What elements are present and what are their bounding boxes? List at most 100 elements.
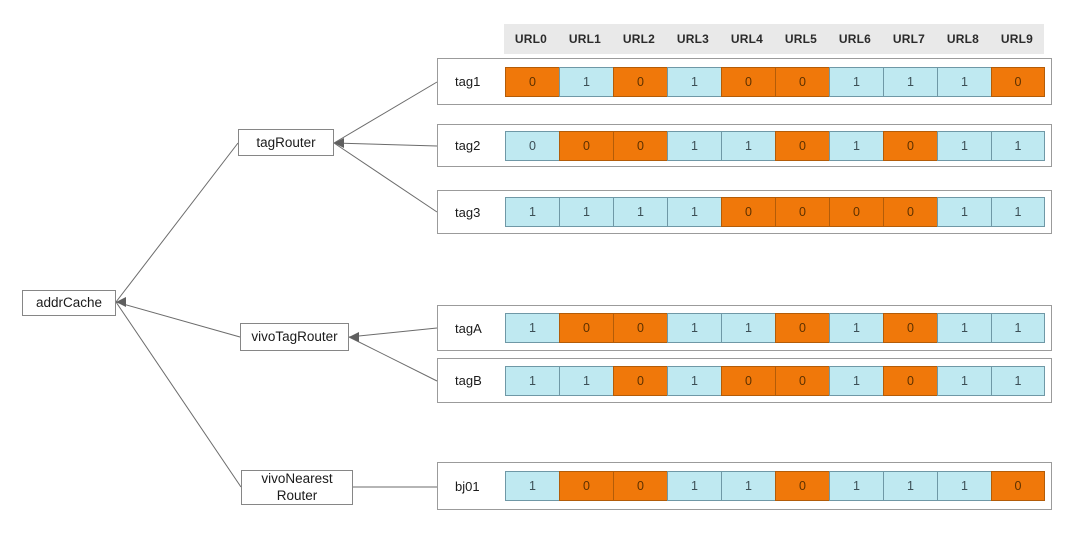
- bitmap-cell[interactable]: 1: [559, 365, 613, 396]
- bitmap-cell[interactable]: 1: [991, 130, 1045, 161]
- arrowhead-tagrouter: [334, 138, 344, 148]
- bitmap-cell[interactable]: 0: [721, 66, 775, 97]
- bitmap-cell[interactable]: 1: [667, 66, 721, 97]
- bitmap-cell[interactable]: 1: [559, 197, 613, 227]
- bitmap-cell[interactable]: 1: [991, 365, 1045, 396]
- bitmap-cell[interactable]: 0: [559, 130, 613, 161]
- bitmap-row-label: tagA: [455, 320, 482, 336]
- bitmap-cell[interactable]: 0: [775, 365, 829, 396]
- url-column-label: URL0: [514, 32, 548, 46]
- url-column-label: URL5: [784, 32, 818, 46]
- bitmap-cell[interactable]: 1: [613, 197, 667, 227]
- edge-addrcache-vivonearestrouter: [115, 301, 242, 488]
- bitmap-cell[interactable]: 1: [721, 313, 775, 343]
- bitmap-cell[interactable]: 1: [883, 471, 937, 501]
- bitmap-cell[interactable]: 1: [505, 365, 559, 396]
- bitmap-cell[interactable]: 0: [883, 197, 937, 227]
- bitmap-cell[interactable]: 0: [721, 197, 775, 227]
- bitmap-cell[interactable]: 1: [721, 130, 775, 161]
- bitmap-cell[interactable]: 1: [829, 471, 883, 501]
- bitmap-row-label: tagB: [455, 373, 482, 388]
- bitmap-cell[interactable]: 1: [721, 471, 775, 501]
- bitmap-cell[interactable]: 1: [937, 313, 991, 343]
- bitmap-cell[interactable]: 1: [829, 313, 883, 343]
- bitmap-cell[interactable]: 0: [613, 471, 667, 501]
- edge-vivotagrouter-tagb: [348, 336, 438, 382]
- url-column-label: URL7: [892, 32, 926, 46]
- bitmap-cell[interactable]: 0: [775, 313, 829, 343]
- bitmap-cell[interactable]: 0: [721, 365, 775, 396]
- bitmap-cell[interactable]: 0: [883, 130, 937, 161]
- bitmap-cell[interactable]: 1: [937, 66, 991, 97]
- bitmap-cell[interactable]: 0: [991, 66, 1045, 97]
- bitmap-cell[interactable]: 0: [505, 66, 559, 97]
- bitmap-cell[interactable]: 0: [775, 130, 829, 161]
- bitmap-cell[interactable]: 0: [559, 471, 613, 501]
- bitmap-row-label: tag1: [455, 74, 481, 89]
- edge-tagrouter-tag1: [333, 81, 438, 144]
- bitmap-cell[interactable]: 0: [883, 313, 937, 343]
- bitmap-cell[interactable]: 1: [829, 130, 883, 161]
- bitmap-cell[interactable]: 1: [829, 365, 883, 396]
- bitmap-cell[interactable]: 1: [667, 471, 721, 501]
- arrowhead-addrcache: [116, 297, 126, 307]
- node-vivotagrouter[interactable]: vivoTagRouter: [240, 323, 349, 351]
- node-vivonearestrouter[interactable]: vivoNearest Router: [241, 470, 353, 505]
- edge-vivotagrouter-taga: [348, 327, 438, 338]
- bitmap-cell[interactable]: 1: [505, 197, 559, 227]
- bitmap-cell[interactable]: 0: [613, 66, 667, 97]
- node-vivonearestrouter-label-line1: vivoNearest: [261, 470, 333, 486]
- bitmap-cell[interactable]: 0: [559, 313, 613, 343]
- bitmap-cell[interactable]: 1: [883, 66, 937, 97]
- bitmap-cell[interactable]: 0: [613, 365, 667, 396]
- bitmap-cell[interactable]: 0: [505, 130, 559, 161]
- bitmap-cell[interactable]: 1: [991, 313, 1045, 343]
- bitmap-cell[interactable]: 0: [613, 130, 667, 161]
- node-addrcache[interactable]: addrCache: [22, 290, 116, 316]
- bitmap-cell[interactable]: 0: [775, 197, 829, 227]
- bitmap-cell[interactable]: 1: [505, 313, 559, 343]
- edge-addrcache-vivotagrouter: [115, 301, 241, 338]
- bitmap-row-label: tag2: [455, 138, 481, 153]
- bitmap-cell[interactable]: 1: [937, 197, 991, 227]
- bitmap-cell[interactable]: 1: [937, 365, 991, 396]
- bitmap-cell[interactable]: 0: [829, 197, 883, 227]
- bitmap-row-label: bj01: [455, 478, 480, 494]
- bitmap-cell[interactable]: 0: [991, 471, 1045, 501]
- bitmap-cell[interactable]: 1: [505, 471, 559, 501]
- url-column-label: URL3: [676, 32, 710, 46]
- bitmap-cell[interactable]: 1: [937, 130, 991, 161]
- arrowhead-vivotagrouter: [349, 332, 359, 342]
- url-column-label: URL9: [1000, 32, 1034, 46]
- bitmap-cell[interactable]: 1: [667, 365, 721, 396]
- bitmap-cell[interactable]: 1: [991, 197, 1045, 227]
- bitmap-cell[interactable]: 0: [775, 66, 829, 97]
- bitmap-cell[interactable]: 1: [937, 471, 991, 501]
- bitmap-cell[interactable]: 0: [883, 365, 937, 396]
- bitmap-cell[interactable]: 1: [667, 130, 721, 161]
- bitmap-cell[interactable]: 1: [559, 66, 613, 97]
- bitmap-cell[interactable]: 0: [613, 313, 667, 343]
- bitmap-cell[interactable]: 1: [667, 313, 721, 343]
- node-tagrouter-label: tagRouter: [256, 134, 316, 150]
- url-column-label: URL1: [568, 32, 602, 46]
- url-column-label: URL8: [946, 32, 980, 46]
- bitmap-cell[interactable]: 0: [775, 471, 829, 501]
- bitmap-cell[interactable]: 1: [667, 197, 721, 227]
- bitmap-cell[interactable]: 1: [829, 66, 883, 97]
- node-vivotagrouter-label: vivoTagRouter: [251, 329, 338, 345]
- node-vivonearestrouter-label-line2: Router: [276, 487, 318, 503]
- node-tagrouter[interactable]: tagRouter: [238, 129, 334, 156]
